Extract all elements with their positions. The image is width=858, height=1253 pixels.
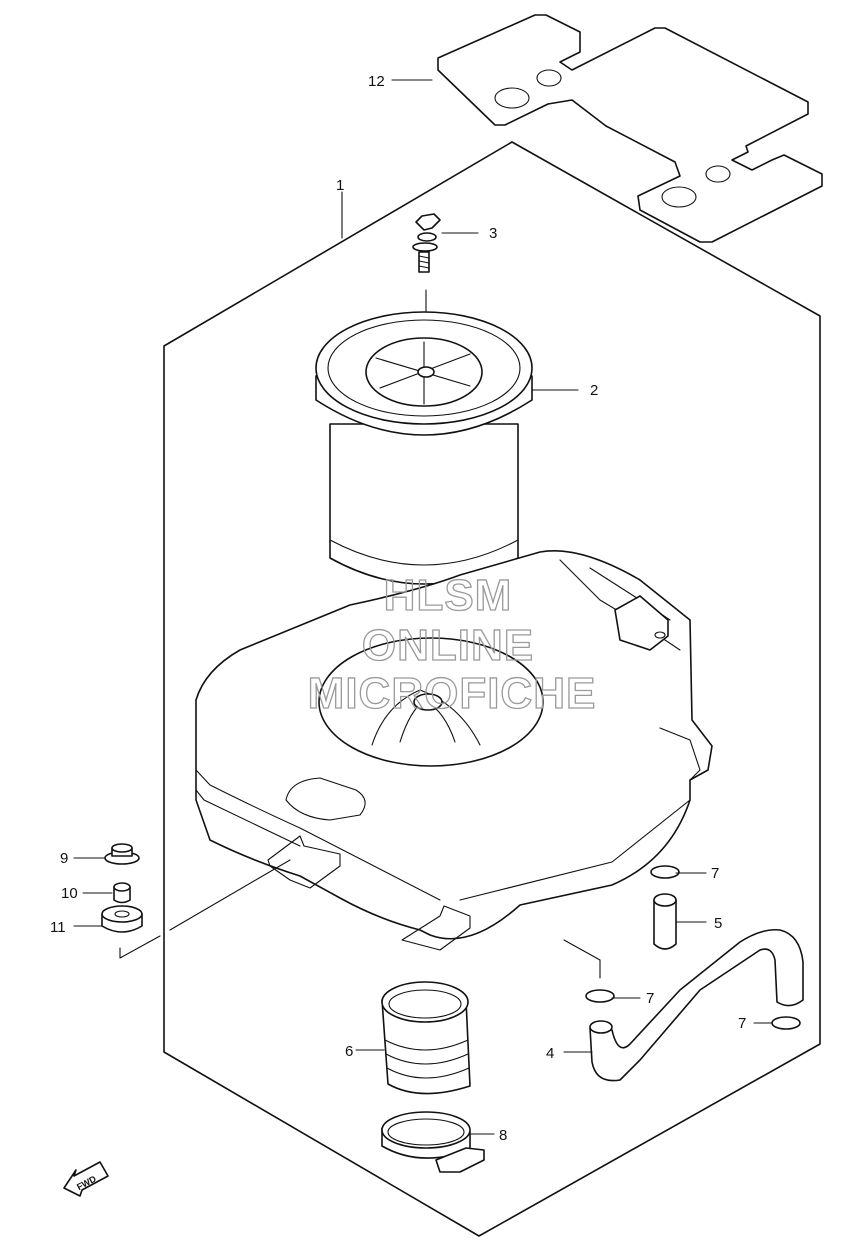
part-5-hose [653,893,677,950]
callout-numbers: 12 1 3 2 7 5 7 7 4 6 8 9 10 11 [50,73,746,1144]
callout-6: 6 [345,1043,353,1060]
part-10-collar [113,882,131,904]
callout-8: 8 [499,1127,507,1144]
part-12-gasket [437,14,823,243]
mount-leader [119,859,291,959]
watermark-line-1: HLSM [384,571,513,620]
part-7-clamp-c [771,1016,801,1030]
part-11-grommet [101,905,143,933]
part-7-clamp-b [585,989,615,1003]
callout-1: 1 [336,177,344,194]
callout-5: 5 [714,915,722,932]
watermark: HLSM ONLINE MICROFICHE [307,570,597,718]
assembly-outline [163,141,821,1237]
callout-3: 3 [489,225,497,242]
watermark-line-3: MICROFICHE [308,669,597,718]
part-9-bolt [104,843,140,865]
fwd-arrow-icon: FWD [63,1161,109,1197]
callout-4: 4 [546,1045,554,1062]
callout-12: 12 [368,73,385,90]
part-4-hose [589,928,804,1082]
callout-2: 2 [590,382,598,399]
part-7-clamp-a [650,865,680,879]
callout-7a: 7 [711,865,719,882]
watermark-line-2: ONLINE [362,621,534,670]
part-1-air-cleaner-case [195,550,713,979]
callout-7c: 7 [738,1015,746,1032]
callout-7b: 7 [646,990,654,1007]
callout-10: 10 [61,885,78,902]
part-2-air-filter [315,311,533,585]
callout-9: 9 [60,850,68,867]
leader-lines [73,79,773,1135]
callout-11: 11 [50,919,66,936]
part-6-duct [381,981,471,1095]
part-8-band-clamp [381,1111,485,1173]
